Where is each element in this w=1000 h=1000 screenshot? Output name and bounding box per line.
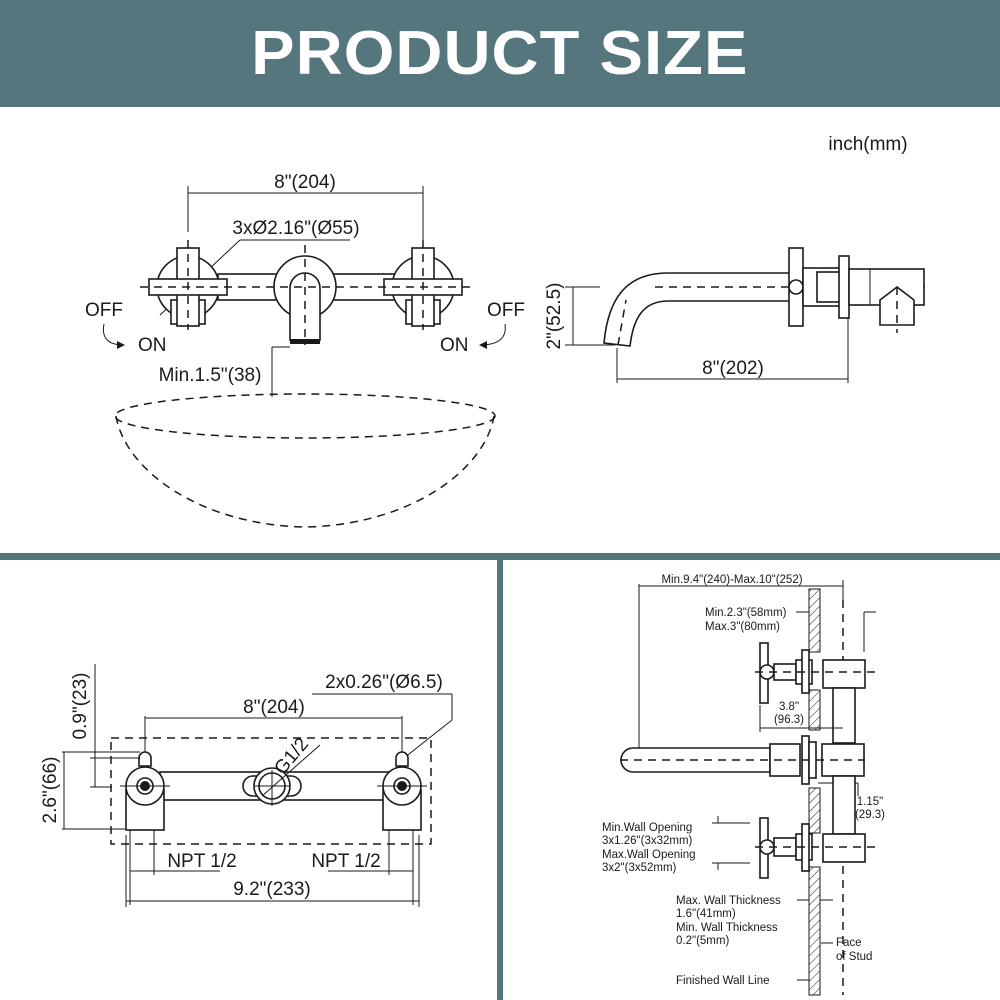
- side-view: 2"(52.5) 8"(202): [544, 247, 925, 383]
- finished-wall-label: Finished Wall Line: [676, 975, 770, 987]
- handle-spacing-dimension: 8"(204): [187, 172, 424, 240]
- section-divider-vertical: [497, 553, 503, 1000]
- basin-outline: [114, 393, 496, 528]
- right-off-label: OFF: [487, 300, 525, 321]
- height-label: 2.6"(66): [40, 757, 61, 824]
- overall-width-label: 9.2"(233): [233, 879, 311, 900]
- header-band: PRODUCT SIZE: [0, 0, 1000, 107]
- face-of-stud-line2: of Stud: [836, 951, 872, 963]
- spout-offset-mm-label: (29.3): [855, 809, 885, 821]
- min-wall-value: 0.2"(5mm): [676, 935, 729, 947]
- overall-depth-label: Min.9.4"(240)-Max.10"(252): [661, 574, 802, 586]
- max-wall-label: Max. Wall Thickness: [676, 895, 781, 907]
- min-opening-label: Min.Wall Opening: [602, 822, 692, 834]
- center-spacing-label: 8"(204): [243, 697, 305, 718]
- escutcheon-diameter-label: 3xØ2.16"(Ø55): [232, 218, 359, 239]
- spout-reach-label: 8"(202): [702, 358, 764, 379]
- left-thread-label: NPT 1/2: [167, 851, 236, 872]
- face-of-stud-line1: Face: [836, 937, 862, 949]
- min-opening-value: 3x1.26"(3x32mm): [602, 835, 693, 847]
- left-off-label: OFF: [85, 300, 123, 321]
- max-opening-value: 3x2"(3x52mm): [602, 862, 677, 874]
- handle-offset-in-label: 3.8": [779, 701, 799, 713]
- depth-max-label: Max.3"(80mm): [705, 621, 780, 633]
- spout-height-label: 2"(52.5): [544, 283, 565, 350]
- installation-view: Min.9.4"(240)-Max.10"(252) Min.2.3"(58mm…: [602, 574, 885, 996]
- top-offset-label: 0.9"(23): [70, 673, 91, 740]
- min-clearance-label: Min.1.5"(38): [159, 365, 262, 386]
- max-opening-label: Max.Wall Opening: [602, 849, 696, 861]
- max-wall-value: 1.6"(41mm): [676, 908, 736, 920]
- right-on-label: ON: [440, 335, 469, 356]
- right-thread-label: NPT 1/2: [311, 851, 380, 872]
- depth-min-label: Min.2.3"(58mm): [705, 607, 787, 619]
- spout-height-dimension: 2"(52.5): [544, 283, 615, 350]
- min-wall-label: Min. Wall Thickness: [676, 922, 778, 934]
- front-view: inch(mm) 8"(204) 3xØ2.16"(Ø55): [85, 134, 908, 528]
- spout-reach-dimension: 8"(202): [616, 318, 849, 383]
- mount-holes-label: 2x0.26"(Ø6.5): [325, 672, 443, 693]
- left-on-label: ON: [138, 335, 167, 356]
- handle-spacing-label: 8"(204): [274, 172, 336, 193]
- page-title: PRODUCT SIZE: [251, 19, 749, 88]
- handle-offset-mm-label: (96.3): [774, 714, 804, 726]
- rough-in-view: 2x0.26"(Ø6.5) 8"(204) G1/2: [40, 664, 453, 907]
- spout-offset-in-label: 1.15": [857, 796, 883, 808]
- unit-label: inch(mm): [828, 134, 907, 155]
